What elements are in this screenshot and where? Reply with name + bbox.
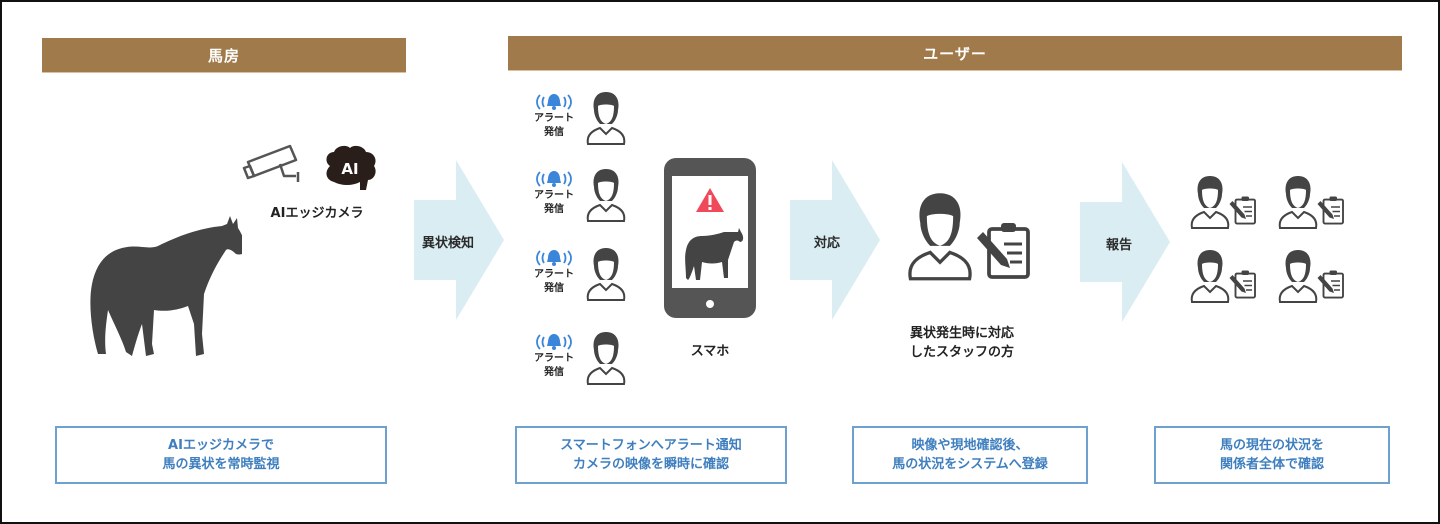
person-icon (1190, 176, 1230, 229)
caption-register-line2: 馬の状況をシステムへ登録 (892, 457, 1048, 472)
flow-arrow-respond-label: 対応 (814, 236, 841, 251)
alert-text-line2: 発信 (544, 367, 564, 378)
alert-item: アラート 発信 (526, 244, 636, 304)
alert-text-line1: アラート (534, 113, 574, 124)
alert-list: アラート 発信 アラート 発信 (526, 88, 636, 398)
caption-alert: スマートフォンへアラート通知 カメラの映像を瞬時に確認 (515, 426, 787, 484)
alert-text-line2: 発信 (544, 283, 564, 294)
header-user-label: ユーザー (923, 44, 987, 63)
caption-alert-line2: カメラの映像を瞬時に確認 (572, 457, 729, 472)
person-icon (1278, 176, 1318, 229)
caption-monitoring: AIエッジカメラで 馬の異状を常時監視 (55, 426, 387, 484)
stakeholder-item (1276, 248, 1356, 304)
person-icon (586, 248, 626, 301)
flow-arrow-detect: 異状検知 (414, 160, 504, 320)
header-user: ユーザー (508, 36, 1402, 71)
responder-label-line1: 異状発生時に対応 (909, 326, 1014, 341)
responder-person-icon (902, 190, 978, 282)
clipboard-pen-icon (1229, 270, 1256, 299)
alert-text-line1: アラート (534, 190, 574, 201)
flow-arrow-detect-label: 異状検知 (422, 236, 475, 251)
person-icon (586, 169, 626, 222)
alert-text: アラート 発信 (529, 112, 579, 140)
caption-share-line2: 関係者全体で確認 (1219, 457, 1324, 472)
caption-register: 映像や現地確認後、 馬の状況をシステムへ登録 (852, 426, 1088, 484)
smartphone-icon (662, 158, 758, 320)
clipboard-pen-icon (974, 220, 1034, 280)
alert-item: アラート 発信 (526, 328, 636, 388)
stakeholder-item (1188, 248, 1268, 304)
caption-monitoring-line1: AIエッジカメラで (168, 438, 274, 453)
clipboard-pen-icon (1317, 196, 1344, 225)
flow-arrow-report-label: 報告 (1106, 238, 1133, 253)
alert-item: アラート 発信 (526, 165, 636, 225)
caption-share-line1: 馬の現在の状況を (1219, 438, 1324, 453)
alert-text-line2: 発信 (544, 127, 564, 138)
alert-text: アラート 発信 (529, 352, 579, 380)
person-icon (1278, 250, 1318, 303)
camera-label: AIエッジカメラ (270, 206, 364, 221)
alert-text: アラート 発信 (529, 268, 579, 296)
alert-text-line1: アラート (534, 353, 574, 364)
clipboard-pen-icon (1317, 270, 1344, 299)
responder-label-line2: したスタッフの方 (909, 345, 1014, 360)
clipboard-pen-icon (1229, 196, 1256, 225)
caption-monitoring-line2: 馬の異状を常時監視 (162, 457, 280, 472)
header-stable: 馬房 (42, 38, 406, 73)
person-icon (1190, 250, 1230, 303)
alert-bell-icon (536, 334, 572, 350)
stakeholder-item (1276, 174, 1356, 230)
flow-arrow-respond: 対応 (790, 160, 880, 320)
flow-arrow-report: 報告 (1080, 162, 1170, 322)
horse-silhouette-icon (82, 214, 247, 364)
responder-label: 異状発生時に対応 したスタッフの方 (882, 324, 1042, 362)
person-icon (586, 332, 626, 385)
alert-text-line2: 発信 (544, 204, 564, 215)
stakeholder-item (1188, 174, 1268, 230)
caption-alert-line1: スマートフォンへアラート通知 (560, 438, 742, 453)
alert-text-line1: アラート (534, 269, 574, 280)
stakeholder-grid (1188, 172, 1368, 312)
alert-item: アラート 発信 (526, 88, 636, 148)
ai-badge-text: AI (341, 160, 358, 178)
alert-bell-icon (536, 171, 572, 187)
ai-brain-icon: AI (320, 144, 380, 194)
alert-text: アラート 発信 (529, 189, 579, 217)
header-stable-label: 馬房 (207, 46, 240, 65)
alert-bell-icon (536, 94, 572, 110)
phone-label: スマホ (690, 344, 730, 359)
phone-horse-icon (685, 228, 744, 280)
person-icon (586, 92, 626, 145)
caption-share: 馬の現在の状況を 関係者全体で確認 (1154, 426, 1390, 484)
alert-bell-icon (536, 250, 572, 266)
caption-register-line1: 映像や現地確認後、 (911, 438, 1029, 453)
security-camera-icon (240, 142, 306, 194)
